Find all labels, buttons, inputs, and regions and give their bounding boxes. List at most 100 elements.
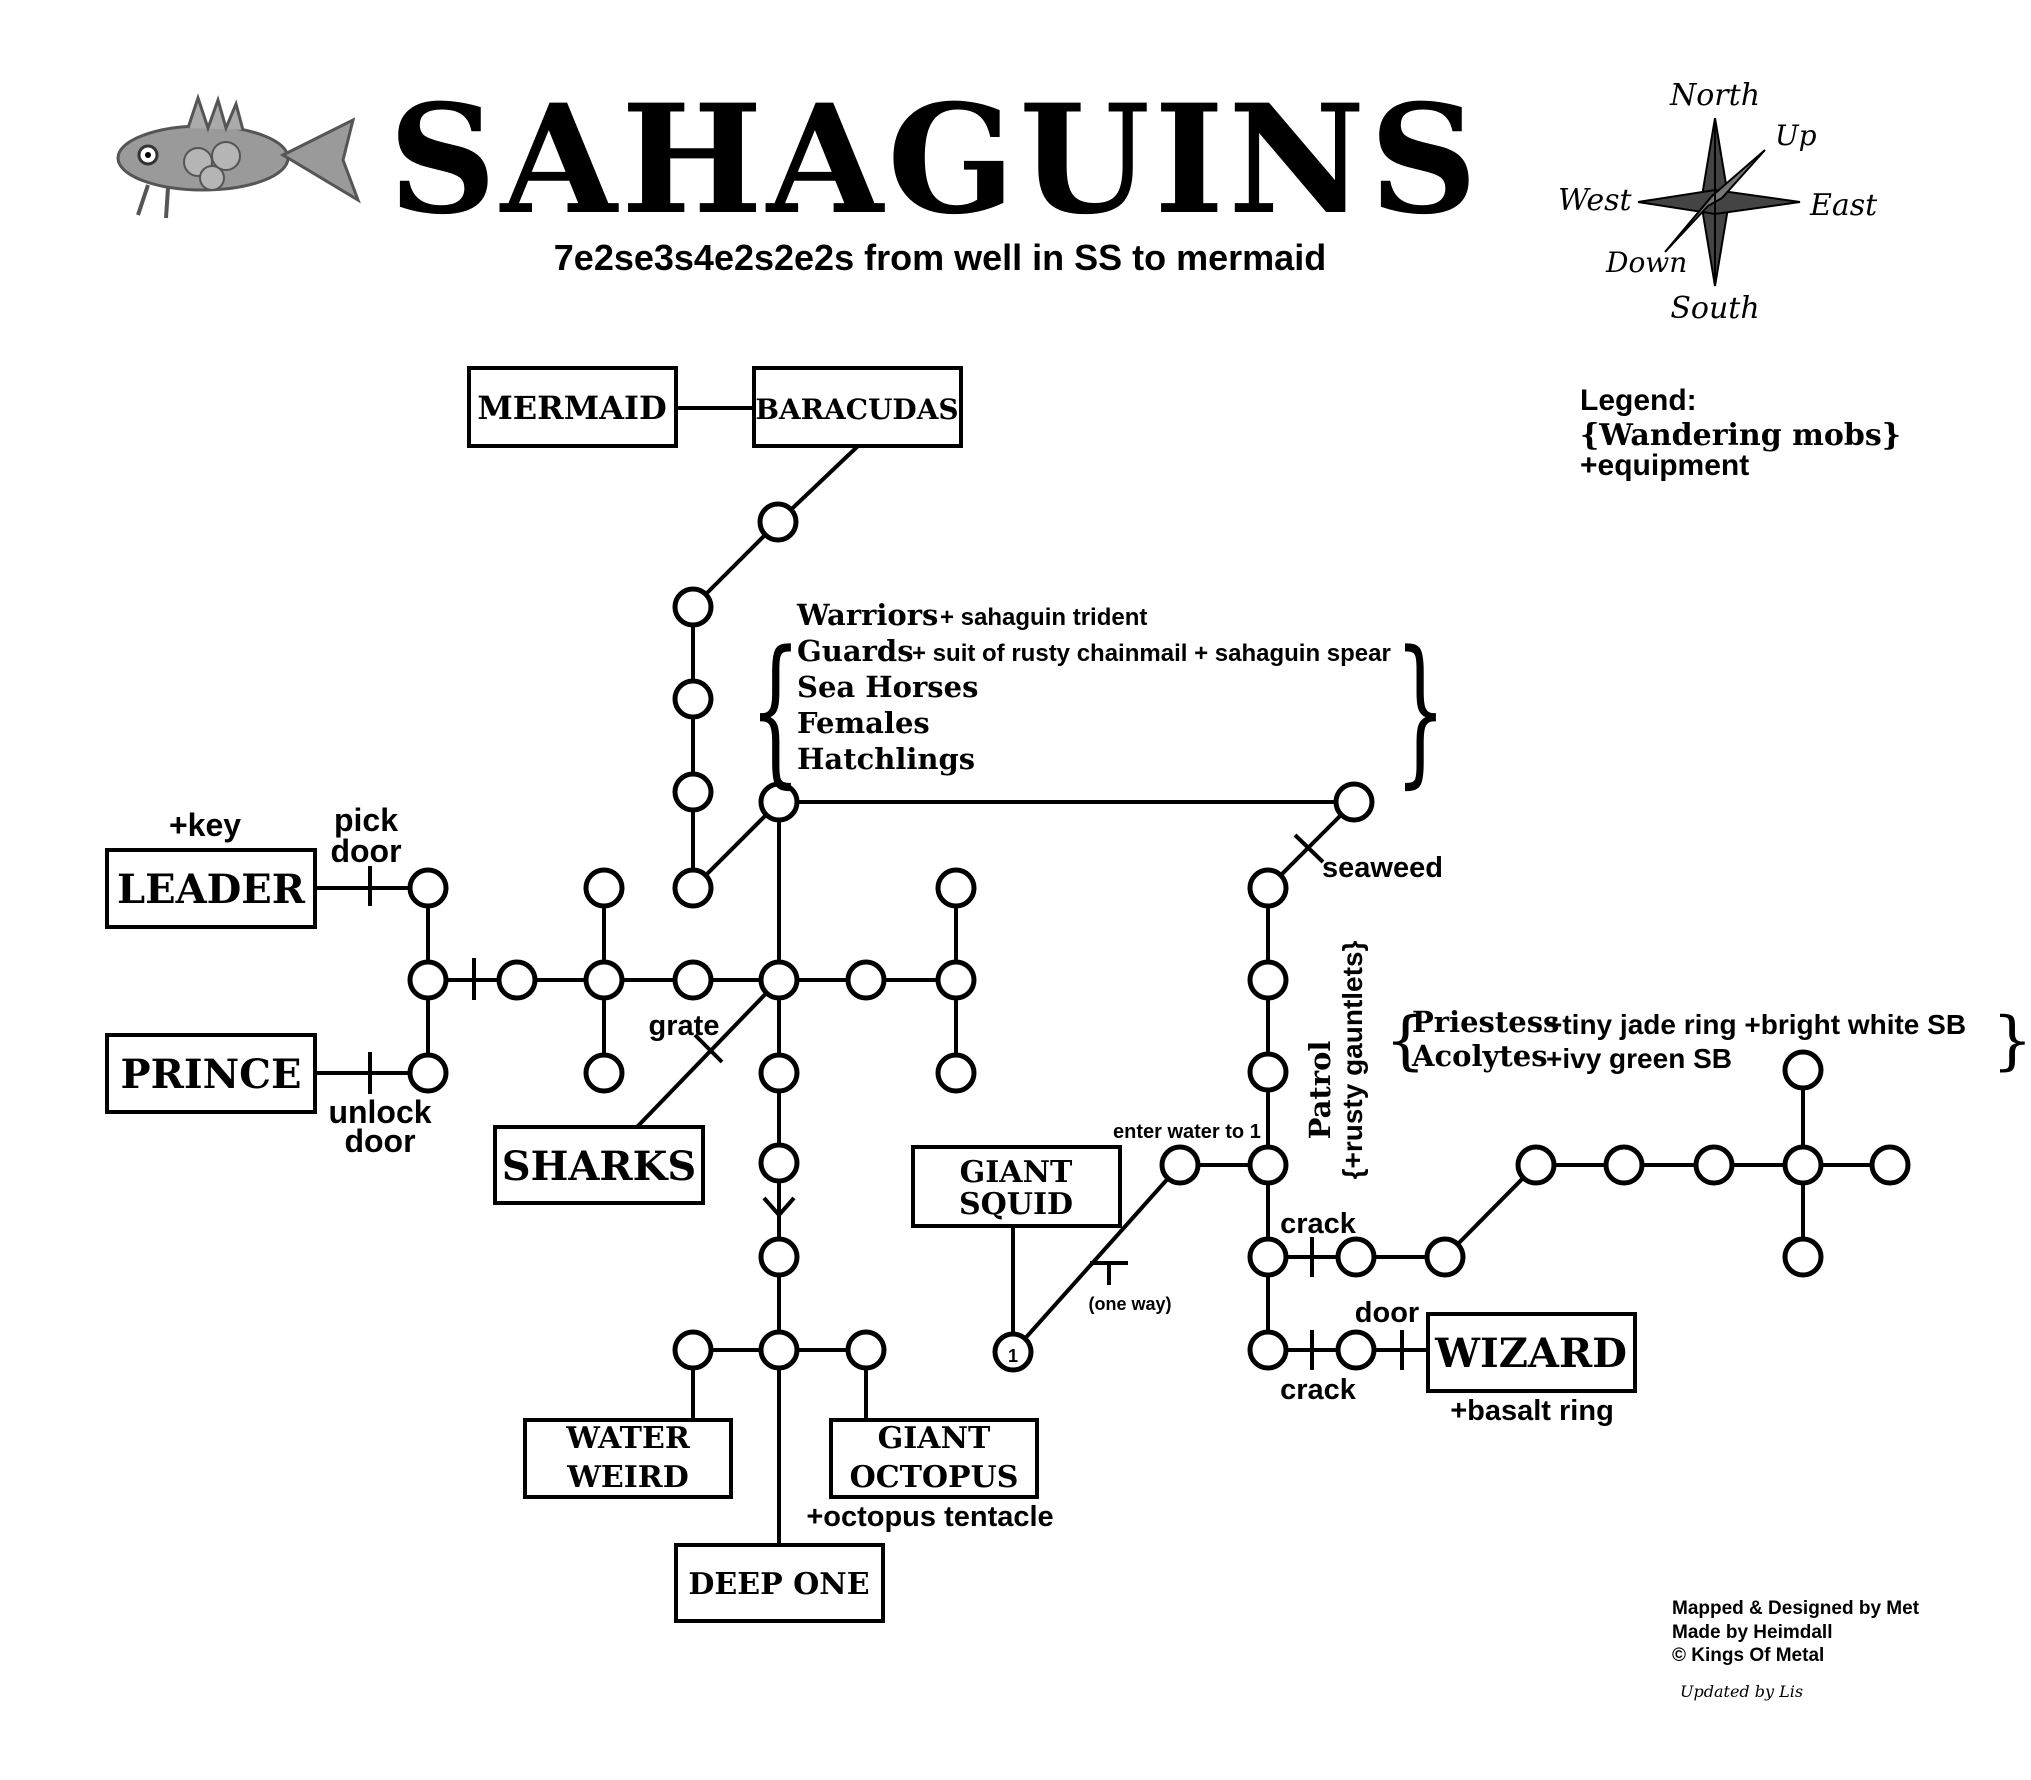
room-node [1335, 1329, 1377, 1371]
legend-equipment: +equipment [1580, 449, 1749, 482]
room-node [672, 1329, 714, 1371]
giant-octopus-label-2: OCTOPUS [850, 1460, 1019, 1495]
guards-equip: + suit of rusty chainmail + sahaguin spe… [912, 640, 1391, 667]
updated-by: Updated by Lis [1680, 1682, 1803, 1701]
baracudas-box [752, 366, 963, 448]
rooms [407, 501, 1911, 1373]
door-markers [368, 833, 1404, 1370]
room-node [583, 1052, 625, 1094]
pick-door-label-1: pick [334, 802, 398, 838]
water-weird-box [523, 1418, 733, 1499]
priest-right-brace-icon: } [1992, 1004, 2031, 1078]
females-label: Females [797, 706, 930, 740]
mermaid-box [467, 366, 678, 448]
leader-label: LEADER [117, 866, 306, 913]
room-node-one [992, 1331, 1034, 1373]
sharks-label: SHARKS [502, 1143, 697, 1190]
room-node [672, 959, 714, 1001]
deep-one-label: DEEP ONE [688, 1567, 869, 1602]
sharks-box [493, 1125, 705, 1205]
one-way-label: (one way) [1088, 1294, 1171, 1314]
crack-bottom-label: crack [1280, 1374, 1357, 1406]
wizard-label: WIZARD [1434, 1330, 1627, 1377]
room-node [1335, 1236, 1377, 1278]
priest-left-brace-icon: { [1385, 1004, 1426, 1078]
patrol-name: Patrol [1303, 1041, 1337, 1140]
door-label: door [1355, 1297, 1419, 1329]
compass-up-label: Up [1775, 119, 1817, 152]
leader-box [105, 848, 317, 929]
enter-water-label: enter water to 1 [1113, 1121, 1261, 1143]
octopus-tentacle-label: +octopus tentacle [806, 1501, 1053, 1533]
pick-door-label-2: door [330, 833, 401, 869]
basalt-ring-label: +basalt ring [1450, 1395, 1614, 1427]
room-node [496, 959, 538, 1001]
room-node [845, 959, 887, 1001]
grate-label: grate [649, 1010, 720, 1042]
giant-squid-label-2: SQUID [959, 1187, 1073, 1222]
room-node [407, 959, 449, 1001]
compass-west-label: West [1558, 183, 1633, 218]
water-weird-label-1: WATER [565, 1421, 691, 1456]
prince-label: PRINCE [121, 1051, 302, 1098]
warriors-name: Warriors [796, 598, 938, 632]
page-title: SAHAGUINS [388, 72, 1481, 248]
room-node [758, 1236, 800, 1278]
unlock-door-label-2: door [344, 1123, 415, 1159]
giant-squid-label-1: GIANT [960, 1155, 1073, 1190]
room-node [1247, 1236, 1289, 1278]
room-node [1247, 959, 1289, 1001]
wizard-box [1426, 1312, 1637, 1393]
room-node [672, 678, 714, 720]
room-node [935, 1052, 977, 1094]
room-node [758, 959, 800, 1001]
compass-rose-icon [1637, 117, 1801, 287]
room-node [935, 959, 977, 1001]
room-node [758, 1052, 800, 1094]
hatchlings-label: Hatchlings [797, 742, 975, 776]
warriors-equip: + sahaguin trident [940, 604, 1147, 631]
room-node [757, 501, 799, 543]
room-node [1159, 1144, 1201, 1186]
credit-line-1: Mapped & Designed by Met [1672, 1598, 1920, 1619]
room-node [1782, 1144, 1824, 1186]
legend-heading: Legend: [1580, 384, 1697, 417]
left-brace-icon: { [750, 617, 801, 803]
room-node [935, 867, 977, 909]
credit-line-2: Made by Heimdall [1672, 1622, 1833, 1643]
right-brace-icon: } [1395, 617, 1446, 803]
room-node [1424, 1236, 1466, 1278]
room-node [845, 1329, 887, 1371]
room-node [407, 867, 449, 909]
fish-icon [116, 93, 361, 219]
room-node [1693, 1144, 1735, 1186]
patrol-equip: {+rusty gauntlets} [1337, 940, 1368, 1179]
room-node [1247, 867, 1289, 909]
deep-one-box [674, 1543, 885, 1623]
giant-octopus-label-1: GIANT [878, 1421, 991, 1456]
room-node [672, 771, 714, 813]
credit-line-3: © Kings Of Metal [1672, 1645, 1824, 1666]
priestess-name: Priestess [1412, 1005, 1559, 1039]
acolytes-name: Acolytes [1411, 1039, 1548, 1073]
compass-north-label: North [1669, 78, 1760, 113]
room-node [583, 867, 625, 909]
crack-top-label: crack [1280, 1208, 1357, 1240]
key-label: +key [169, 807, 241, 843]
giant-octopus-box [829, 1418, 1039, 1499]
room-one-label: 1 [1008, 1346, 1018, 1366]
seahorses-label: Sea Horses [797, 670, 978, 704]
room-node [1782, 1236, 1824, 1278]
compass-down-label: Down [1605, 246, 1687, 279]
room-node [1869, 1144, 1911, 1186]
guards-name: Guards [797, 634, 914, 668]
seaweed-label: seaweed [1322, 852, 1443, 884]
water-weird-label-2: WEIRD [566, 1460, 689, 1495]
room-node [1782, 1049, 1824, 1091]
room-node [407, 1052, 449, 1094]
giant-squid-box [911, 1145, 1122, 1228]
room-node [1247, 1051, 1289, 1093]
priestess-equip: +tiny jade ring +bright white SB [1546, 1009, 1966, 1040]
compass-east-label: East [1809, 188, 1878, 223]
compass-south-label: South [1670, 291, 1759, 326]
